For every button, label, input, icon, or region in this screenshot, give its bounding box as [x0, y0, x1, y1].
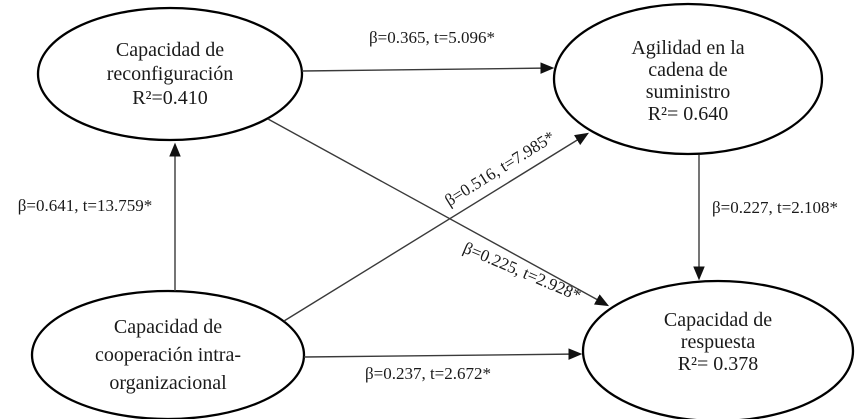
edge-reconfiguracion-to-agilidad-arrow [301, 62, 555, 74]
node-ellipse-agilidad-cadena-suministro [552, 2, 824, 156]
edge-cooperacion-to-respuesta-arrow [303, 348, 583, 360]
edge-reconfiguracion-to-respuesta-arrow [267, 118, 610, 307]
node-label-capacidad-cooperacion: Capacidad de cooperación intra- organiza… [94, 316, 242, 394]
edge-cooperacion-to-agilidad-arrow [283, 132, 589, 322]
node-label-agilidad-cadena-suministro: Agilidad en la cadena de suministro R²= … [631, 37, 745, 125]
edge-label-agilidad-to-respuesta: β=0.227, t=2.108* [712, 198, 839, 217]
node-ellipse-capacidad-cooperacion [30, 289, 306, 419]
node-ellipse-capacidad-reconfiguracion [36, 6, 304, 142]
edge-label-cooperacion-to-respuesta: β=0.237, t=2.672* [364, 364, 492, 383]
node-label-capacidad-respuesta: Capacidad de respuesta R²= 0.378 [663, 309, 773, 375]
edge-label-cooperacion-to-reconfiguracion: β=0.641, t=13.759* [17, 196, 153, 215]
node-ellipse-capacidad-respuesta [581, 279, 855, 419]
edge-label-reconfiguracion-to-agilidad: β=0.365, t=5.096* [368, 28, 496, 47]
node-label-capacidad-reconfiguracion: Capacidad de reconfiguración R²=0.410 [106, 39, 234, 109]
